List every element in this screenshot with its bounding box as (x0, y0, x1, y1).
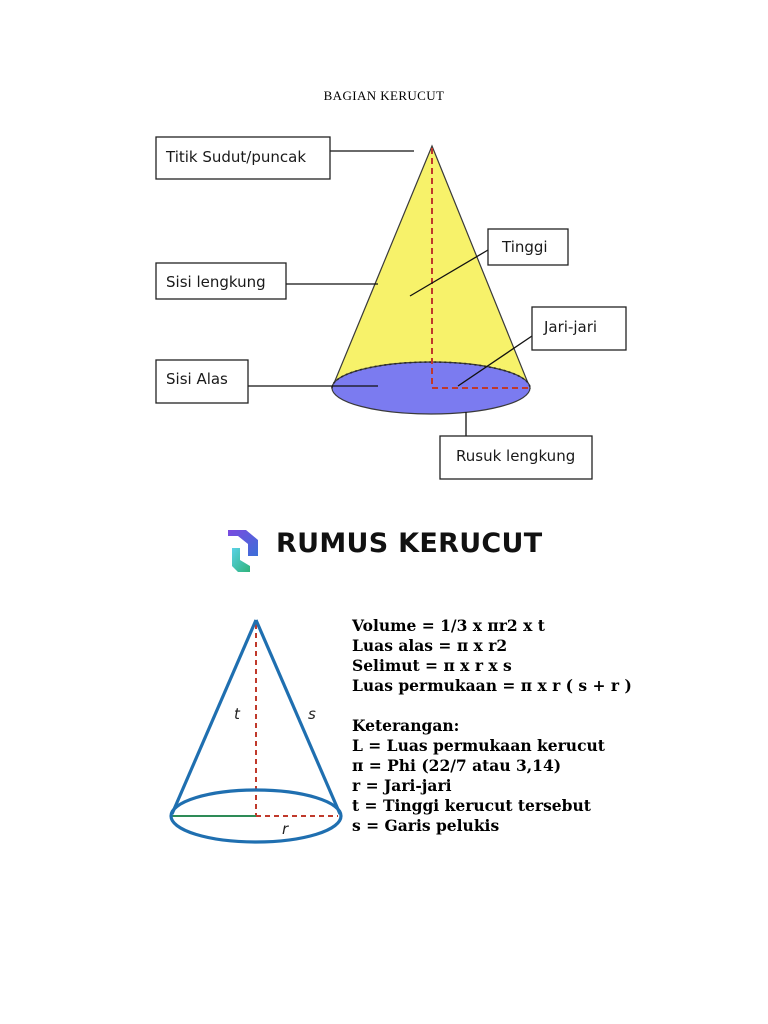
label-curved-side-text: Sisi lengkung (166, 273, 266, 291)
cone-parts-diagram: Titik Sudut/puncak Tinggi Sisi lengkung … (155, 136, 627, 480)
label-height: Tinggi (487, 228, 569, 266)
keterangan-item: π = Phi (22/7 atau 3,14) (352, 756, 562, 775)
keterangan-item: L = Luas permukaan kerucut (352, 736, 605, 755)
spacer (352, 696, 652, 716)
cone-base-ellipse (169, 788, 343, 844)
leader-height (409, 249, 489, 297)
label-radius: Jari-jari (531, 306, 627, 351)
label-s: s (308, 705, 316, 723)
rumus-title: RUMUS KERUCUT (276, 528, 543, 559)
label-apex: Titik Sudut/puncak (155, 136, 331, 180)
formula-list: Volume = 1/3 x πr2 x t Luas alas = π x r… (352, 616, 652, 836)
label-base-text: Sisi Alas (166, 370, 228, 388)
keterangan-item: r = Jari-jari (352, 776, 452, 795)
cone-right-side (254, 619, 342, 815)
formula-selimut: Selimut = π x r x s (352, 656, 512, 675)
keterangan-item: t = Tinggi kerucut tersebut (352, 796, 591, 815)
label-base: Sisi Alas (155, 359, 249, 404)
leader-radius (457, 335, 533, 387)
cone-left-side (170, 619, 258, 815)
formula-luas-alas: Luas alas = π x r2 (352, 636, 508, 655)
formula-volume: Volume = 1/3 x πr2 x t (352, 616, 545, 635)
label-curved-side: Sisi lengkung (155, 262, 287, 300)
page-title: BAGIAN KERUCUT (323, 88, 445, 103)
label-t: t (234, 705, 241, 723)
label-curved-edge-text: Rusuk lengkung (456, 447, 575, 465)
label-curved-edge: Rusuk lengkung (439, 435, 593, 480)
formula-luas-permukaan: Luas permukaan = π x r ( s + r ) (352, 676, 632, 695)
label-r: r (282, 820, 289, 838)
keterangan-title: Keterangan: (352, 716, 460, 735)
brand-logo-icon (228, 530, 258, 572)
label-height-text: Tinggi (501, 238, 548, 256)
label-apex-text: Titik Sudut/puncak (165, 148, 306, 166)
rumus-header: RUMUS KERUCUT (224, 524, 544, 574)
keterangan-item: s = Garis pelukis (352, 816, 500, 835)
label-radius-text: Jari-jari (543, 318, 597, 336)
